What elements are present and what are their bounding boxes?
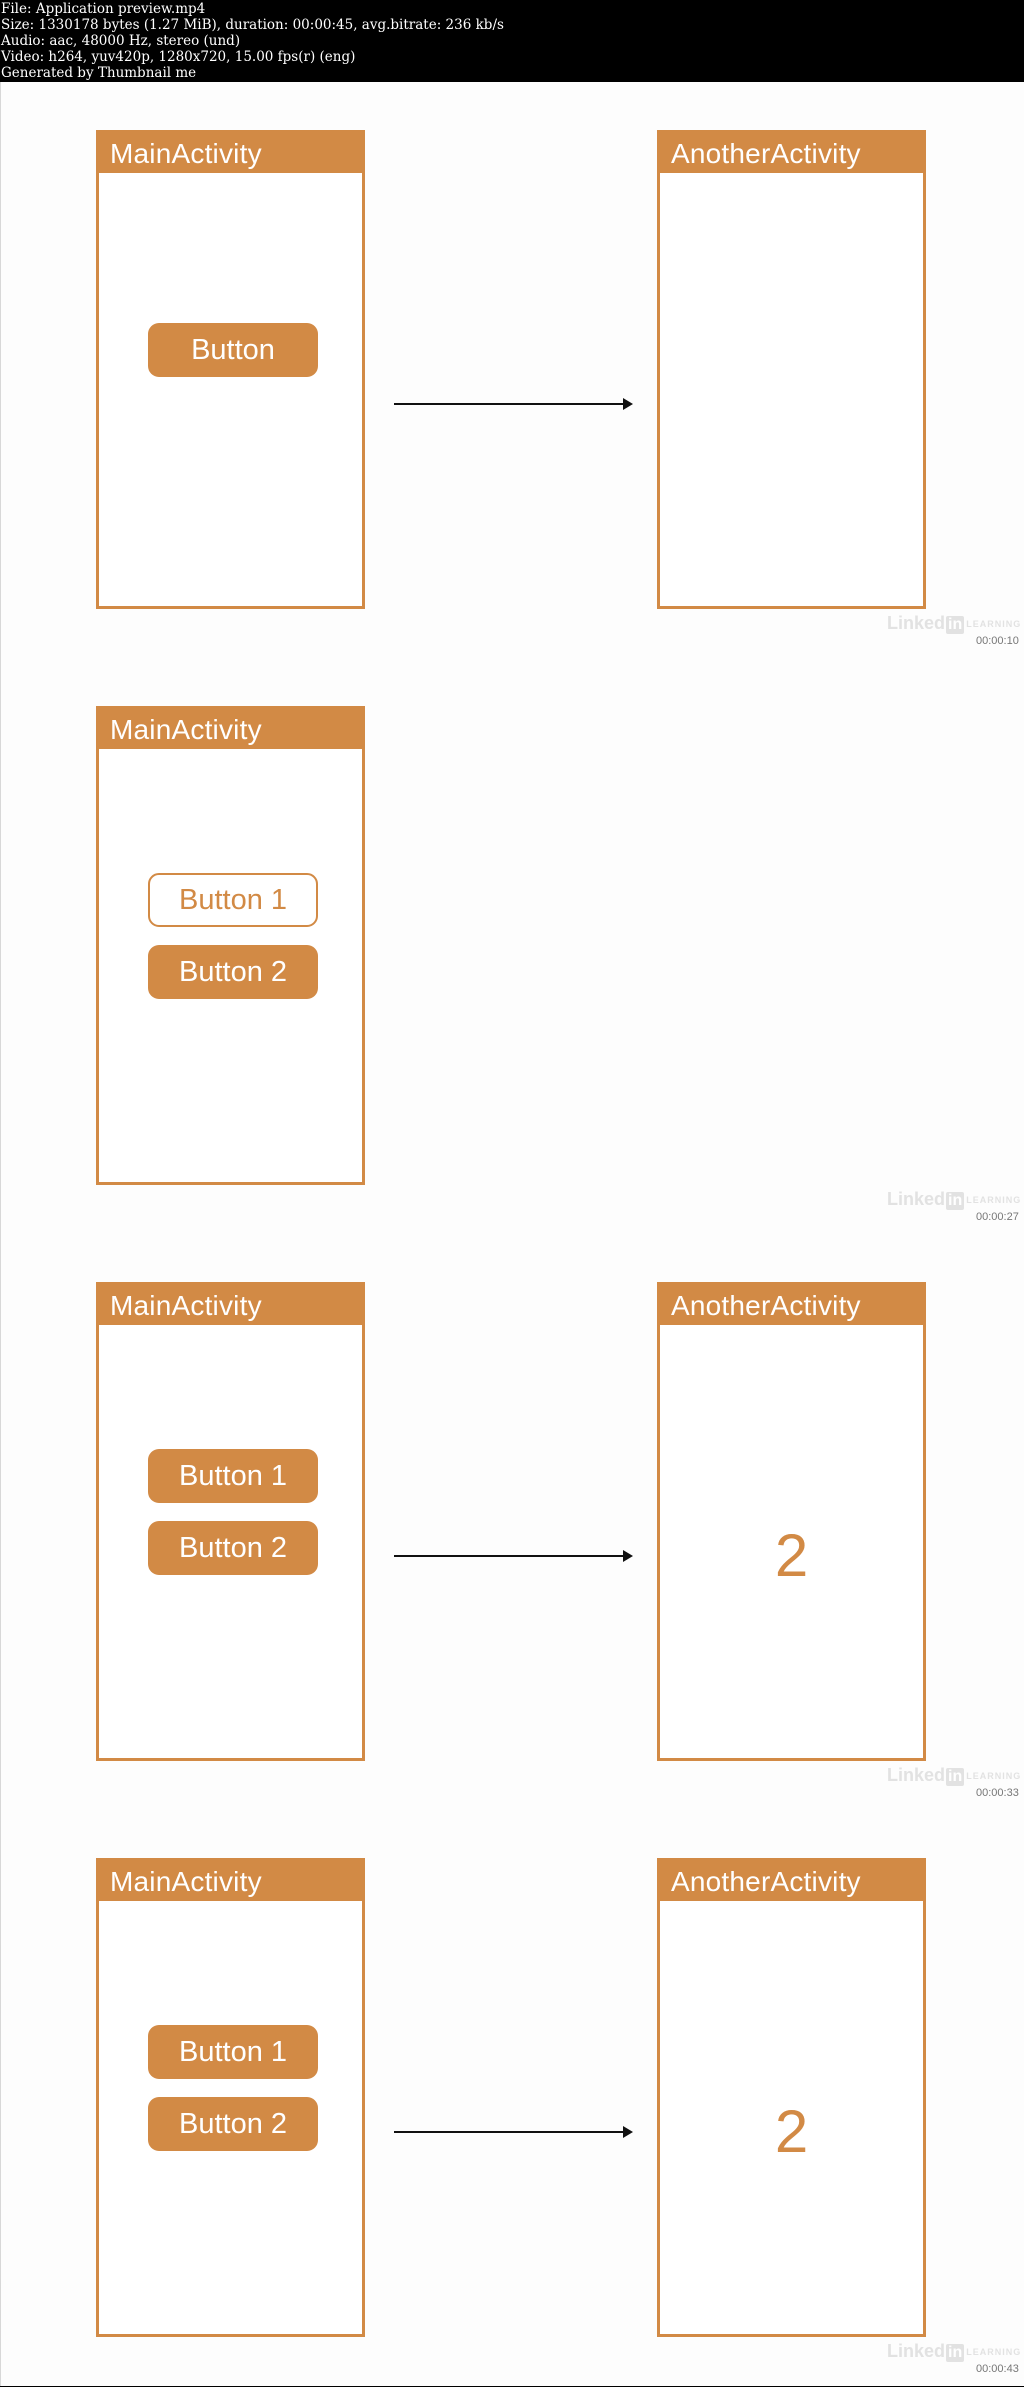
timestamp: 00:00:10 xyxy=(976,635,1019,647)
button-1[interactable]: Button 1 xyxy=(148,2025,318,2079)
main-activity-screen: MainActivity Button 1 Button 2 xyxy=(96,706,365,1185)
another-activity-screen: AnotherActivity 2 xyxy=(657,1282,926,1761)
main-activity-title: MainActivity xyxy=(99,1285,362,1325)
arrow-right-icon xyxy=(394,2126,633,2138)
info-line: Audio: aac, 48000 Hz, stereo (und) xyxy=(1,33,241,49)
main-activity-screen: MainActivity Button xyxy=(96,130,365,609)
button-1[interactable]: Button 1 xyxy=(148,1449,318,1503)
file-info-header: File: Application preview.mp4 Size: 1330… xyxy=(0,0,1024,82)
info-line: Generated by Thumbnail me xyxy=(1,65,197,81)
main-activity-screen: MainActivity Button 1 Button 2 xyxy=(96,1858,365,2337)
video-frame-1: MainActivity Button AnotherActivity Link… xyxy=(0,82,1024,658)
button-2[interactable]: Button 2 xyxy=(148,1521,318,1575)
main-activity-title: MainActivity xyxy=(99,709,362,749)
timestamp: 00:00:43 xyxy=(976,2363,1019,2375)
another-activity-screen: AnotherActivity xyxy=(657,130,926,609)
info-line: Size: 1330178 bytes (1.27 MiB), duration… xyxy=(1,17,504,33)
video-frame-4: MainActivity Button 1 Button 2 AnotherAc… xyxy=(0,1810,1024,2386)
result-value: 2 xyxy=(774,1522,809,1589)
another-activity-title: AnotherActivity xyxy=(660,1861,923,1901)
another-activity-title: AnotherActivity xyxy=(660,1285,923,1325)
another-activity-screen: AnotherActivity 2 xyxy=(657,1858,926,2337)
button-2[interactable]: Button 2 xyxy=(148,945,318,999)
info-line: File: Application preview.mp4 xyxy=(1,1,206,17)
arrow-right-icon xyxy=(394,398,633,410)
main-activity-screen: MainActivity Button 1 Button 2 xyxy=(96,1282,365,1761)
timestamp: 00:00:27 xyxy=(976,1211,1019,1223)
main-activity-title: MainActivity xyxy=(99,133,362,173)
main-activity-title: MainActivity xyxy=(99,1861,362,1901)
timestamp: 00:00:33 xyxy=(976,1787,1019,1799)
info-line: Video: h264, yuv420p, 1280x720, 15.00 fp… xyxy=(1,49,356,65)
video-frame-3: MainActivity Button 1 Button 2 AnotherAc… xyxy=(0,1234,1024,1810)
arrow-right-icon xyxy=(394,1550,633,1562)
result-value: 2 xyxy=(774,2098,809,2165)
button[interactable]: Button xyxy=(148,323,318,377)
button-1[interactable]: Button 1 xyxy=(148,873,318,927)
button-2[interactable]: Button 2 xyxy=(148,2097,318,2151)
another-activity-title: AnotherActivity xyxy=(660,133,923,173)
